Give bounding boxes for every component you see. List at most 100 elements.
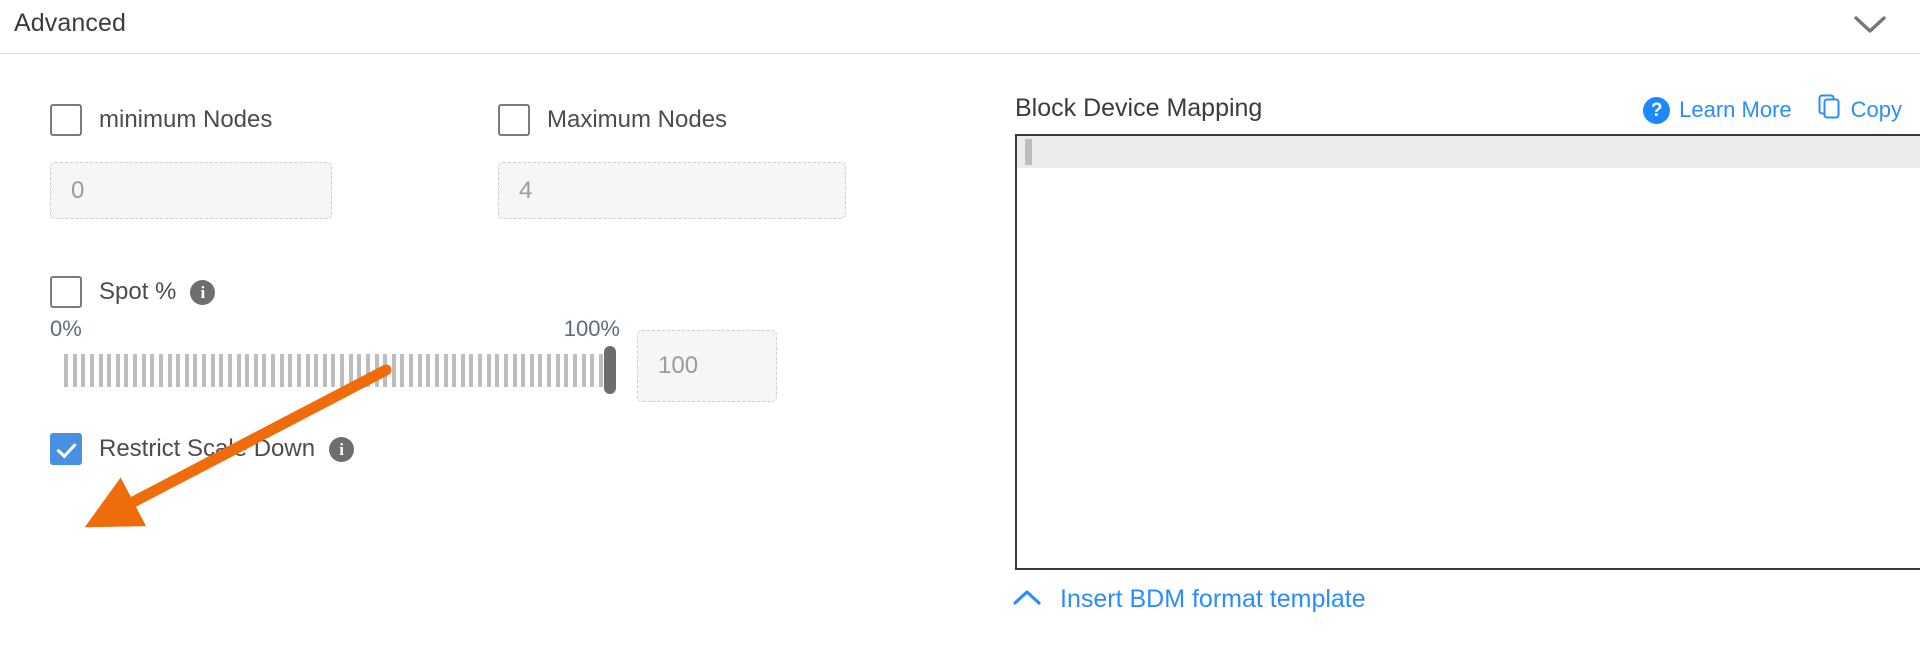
slider-tick [478,354,482,387]
minimum-nodes-input[interactable] [50,162,332,219]
slider-tick [426,354,431,387]
slider-tick [296,354,301,387]
slider-tick [245,354,250,387]
block-device-mapping-title: Block Device Mapping [1015,94,1263,122]
collapse-section-button[interactable] [1848,8,1892,42]
slider-tick [469,354,474,387]
slider-tick [512,354,517,387]
minimum-nodes-row: minimum Nodes [50,104,272,136]
spot-percent-slider[interactable]: 0% 100% [50,316,620,394]
editor-gutter-marker [1025,139,1032,165]
slider-tick [460,354,465,387]
slider-tick [443,354,448,387]
slider-tick [107,354,112,387]
slider-tick [598,354,603,387]
spot-percent-row: Spot % i [50,276,216,308]
slider-tick [193,354,198,387]
minimum-nodes-label: minimum Nodes [99,106,273,133]
page-title: Advanced [14,9,126,37]
slider-tick [391,354,396,387]
slider-tick [89,354,94,387]
copy-icon [1818,94,1842,126]
slider-tick [72,354,77,387]
restrict-scale-down-info-icon[interactable]: i [329,436,355,462]
slider-tick [219,354,224,387]
slider-tick [150,354,155,387]
slider-max-label: 100% [563,316,620,341]
slider-tick [158,354,163,387]
slider-tick [253,354,258,387]
block-device-mapping-actions: ? Learn More Copy [1643,94,1902,126]
insert-bdm-format-template-link[interactable]: Insert BDM format template [1012,585,1366,614]
advanced-section-header: Advanced [0,0,1920,54]
chevron-up-icon [1012,585,1042,614]
insert-bdm-format-template-label: Insert BDM format template [1060,585,1366,613]
slider-tick [521,354,526,387]
question-mark-circle-icon: ? [1643,96,1671,124]
slider-tick [340,354,344,387]
slider-tick [495,354,500,387]
slider-tick [81,354,86,387]
slider-tick [227,354,232,387]
slider-tick [400,354,405,387]
slider-tick [305,354,310,387]
spot-percent-value-input[interactable] [637,330,777,402]
slider-tick [331,354,336,387]
slider-tick [529,354,534,387]
slider-tick [374,354,379,387]
slider-tick [322,354,327,387]
slider-tick [348,354,353,387]
learn-more-label: Learn More [1679,97,1792,122]
slider-tick [547,354,551,387]
slider-tick [564,354,569,387]
slider-tick [590,354,595,387]
spot-percent-label: Spot % [99,278,177,305]
learn-more-link[interactable]: ? Learn More [1643,96,1792,124]
editor-active-line [1017,136,1920,168]
slider-tick [288,354,293,387]
block-device-mapping-editor[interactable] [1015,134,1920,570]
spot-percent-info-icon[interactable]: i [190,279,216,305]
maximum-nodes-input[interactable] [498,162,846,219]
block-device-mapping-panel: Block Device Mapping ? Learn More Copy [960,54,1920,656]
slider-tick [365,354,370,387]
slider-tick [383,354,388,387]
slider-tick [452,354,457,387]
minimum-nodes-checkbox[interactable] [50,104,82,136]
restrict-scale-down-checkbox[interactable] [50,433,82,465]
slider-tick [486,354,491,387]
slider-tick [124,354,129,387]
slider-tick [167,354,172,387]
slider-tick [210,354,215,387]
slider-tick [581,354,586,387]
slider-tick [538,354,543,387]
slider-tick [409,354,413,387]
slider-tick [98,354,103,387]
slider-tick [236,354,241,387]
slider-tick [141,354,146,387]
slider-tick [572,354,577,387]
slider-tick [555,354,560,387]
chevron-down-icon [1853,14,1887,36]
copy-label: Copy [1850,97,1902,122]
slider-tick [115,354,120,387]
slider-tick [64,354,68,387]
restrict-scale-down-label: Restrict Scale Down [99,435,316,462]
advanced-left-panel: minimum Nodes Maximum Nodes Spot % i 0% … [0,54,960,656]
slider-tick [262,354,267,387]
spot-percent-checkbox[interactable] [50,276,82,308]
slider-thumb[interactable] [604,346,616,394]
slider-tick [357,354,362,387]
maximum-nodes-checkbox[interactable] [498,104,530,136]
copy-button[interactable]: Copy [1818,94,1902,126]
slider-track[interactable] [64,354,612,387]
slider-tick [279,354,284,387]
maximum-nodes-row: Maximum Nodes [498,104,727,136]
slider-tick [184,354,189,387]
slider-tick [417,354,422,387]
slider-tick [133,354,137,387]
maximum-nodes-label: Maximum Nodes [547,106,728,133]
slider-tick [271,354,275,387]
slider-tick [314,354,319,387]
slider-tick [503,354,508,387]
